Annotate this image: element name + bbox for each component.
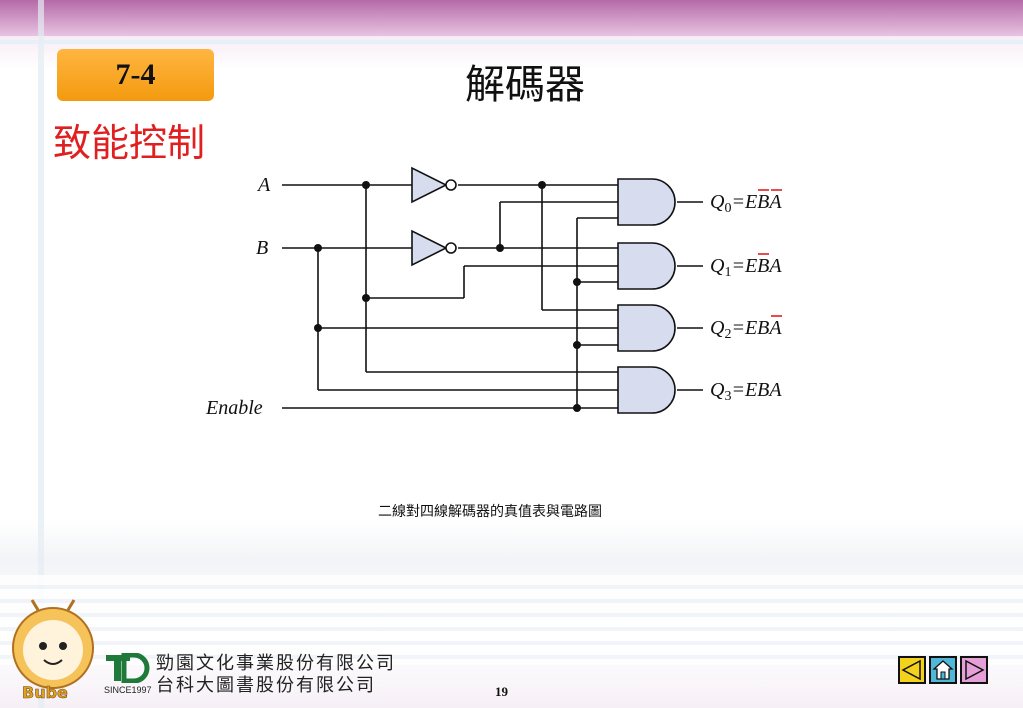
next-button[interactable] xyxy=(960,656,988,684)
section-number: 7-4 xyxy=(115,58,156,91)
company-name-1: 勁園文化事業股份有限公司 xyxy=(156,653,396,674)
output-label-q3: Q3=EBA xyxy=(710,379,782,404)
output-labels: Q0=EBA Q1=EBA Q2=EBA Q3=EBA xyxy=(710,191,782,404)
page-number: 19 xyxy=(495,684,508,699)
company-logo xyxy=(106,652,150,684)
home-button[interactable] xyxy=(929,656,957,684)
output-label-q1: Q1=EBA xyxy=(710,255,782,280)
output-label-q0: Q0=EBA xyxy=(710,191,782,216)
top-stripe xyxy=(0,0,1023,36)
since-label: SINCE1997 xyxy=(104,685,152,695)
not-gates xyxy=(411,166,457,267)
bottom-stripes xyxy=(0,575,1023,665)
input-label-enable: Enable xyxy=(205,397,263,419)
page-title: 解碼器 xyxy=(465,62,585,108)
company-names: 勁園文化事業股份有限公司 台科大圖書股份有限公司 xyxy=(156,653,396,697)
and-gates xyxy=(617,178,676,414)
decorative-line xyxy=(0,40,1023,44)
nav-buttons xyxy=(898,656,988,684)
circuit-svg: A B Enable Q0=EBA Q1=EBA Q2=EBA Q3=EBA xyxy=(205,166,782,419)
next-icon xyxy=(965,659,985,681)
output-label-q2: Q2=EBA xyxy=(710,317,782,342)
section-badge: 7-4 xyxy=(57,49,214,101)
prev-button[interactable] xyxy=(898,656,926,684)
mascot-image: Bube xyxy=(8,598,98,704)
prev-icon xyxy=(901,659,921,681)
input-label-a: A xyxy=(256,174,271,196)
wires xyxy=(282,184,703,409)
figure-caption: 二線對四線解碼器的真值表與電路圖 xyxy=(378,504,602,520)
company-name-2: 台科大圖書股份有限公司 xyxy=(156,675,376,696)
decoder-circuit-diagram: A B Enable Q0=EBA Q1=EBA Q2=EBA Q3=EBA xyxy=(200,160,810,425)
home-icon xyxy=(932,660,954,680)
output-bars xyxy=(758,189,782,317)
junction-dots xyxy=(314,181,581,412)
section-subtitle: 致能控制 xyxy=(53,121,206,165)
input-label-b: B xyxy=(256,237,268,259)
decorative-vertical-line xyxy=(38,0,44,708)
mascot-text: Bube xyxy=(22,683,68,702)
